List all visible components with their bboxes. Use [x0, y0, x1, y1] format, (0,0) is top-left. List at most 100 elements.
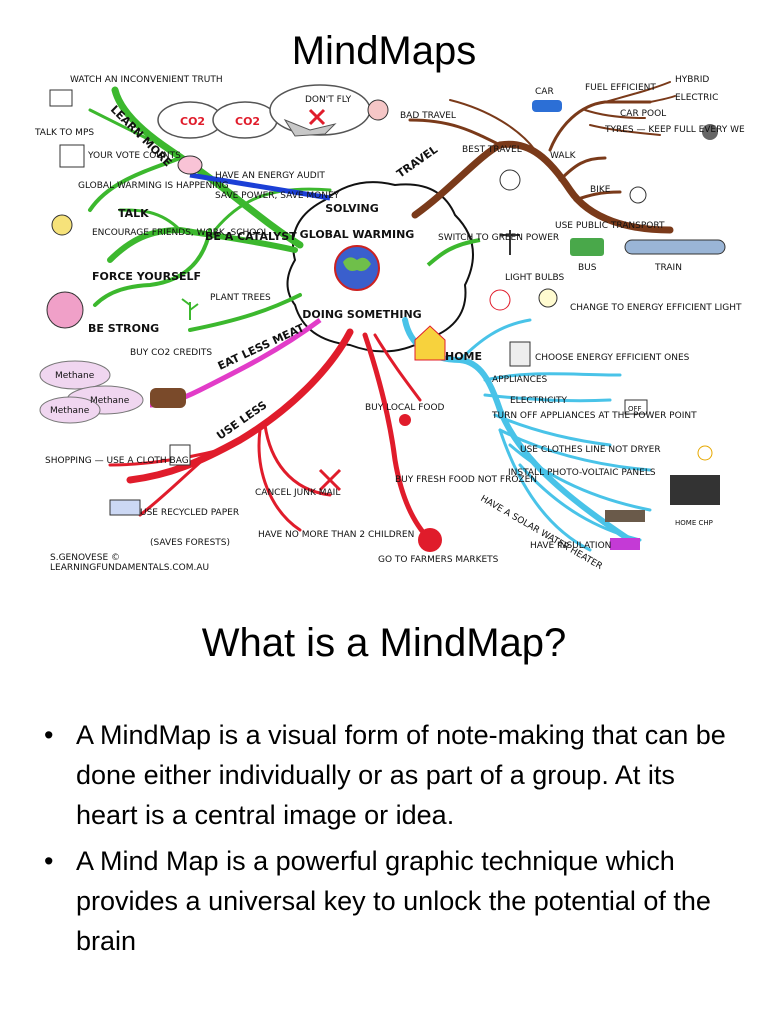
- branch-green: [88, 86, 332, 332]
- label-hybrid: HYBRID: [675, 75, 709, 85]
- mindmap-illustration: SOLVING GLOBAL WARMING DOING SOMETHING: [30, 70, 745, 575]
- label-saves-forests: (SAVES FORESTS): [150, 538, 230, 548]
- home-icons: [414, 288, 720, 550]
- label-bad-travel: BAD TRAVEL: [400, 111, 456, 121]
- methane-clouds: Methane Methane Methane: [39, 360, 186, 424]
- label-train: TRAIN: [654, 263, 682, 273]
- label-buy-co2: BUY CO2 CREDITS: [130, 348, 212, 358]
- label-car-pool: CAR POOL: [620, 109, 666, 119]
- label-clothes-line: USE CLOTHES LINE NOT DRYER: [520, 445, 661, 455]
- apple-icon: [399, 414, 411, 426]
- sun-icon: [697, 445, 713, 461]
- label-talk: TALK: [118, 207, 149, 220]
- tree-icon: [181, 298, 199, 320]
- label-car: CAR: [535, 87, 554, 97]
- label-public: USE PUBLIC TRANSPORT: [555, 221, 665, 231]
- label-best-travel: BEST TRAVEL: [462, 145, 522, 155]
- label-choose: CHOOSE ENERGY EFFICIENT ONES: [535, 353, 690, 363]
- label-be-strong: BE STRONG: [88, 322, 159, 335]
- wind-turbine-icon: [500, 230, 520, 255]
- label-recycled: USE RECYCLED PAPER: [140, 508, 239, 518]
- label-appliances: APPLIANCES: [492, 375, 548, 385]
- label-save-power: SAVE POWER, SAVE MONEY: [215, 191, 340, 201]
- cloth-bag-icon: [169, 444, 191, 466]
- bike-icon: [629, 186, 647, 204]
- house-icon: [414, 325, 446, 361]
- label-farmers: GO TO FARMERS MARKETS: [378, 555, 499, 565]
- solar-panel-icon: [670, 475, 720, 505]
- co2-clouds: CO2 CO2 DON'T FLY: [157, 84, 389, 139]
- slide-title: MindMaps: [291, 29, 477, 73]
- label-home-chp: HOME CHP: [675, 519, 713, 527]
- efficient-bulb-icon: [538, 288, 558, 308]
- person-talk-icon: [51, 214, 73, 236]
- label-walk: WALK: [550, 151, 577, 161]
- label-buy-local: BUY LOCAL FOOD: [365, 403, 445, 413]
- plane-icon: [283, 118, 337, 137]
- methane-label-2: Methane: [90, 396, 130, 406]
- center-line-1: SOLVING: [325, 202, 379, 215]
- label-plant-trees: PLANT TREES: [210, 293, 271, 303]
- bullet-item: • A Mind Map is a powerful graphic techn…: [40, 841, 730, 961]
- label-travel: TRAVEL: [394, 143, 440, 180]
- use-less-icons: [109, 414, 442, 552]
- ballot-box-icon: [59, 144, 85, 168]
- train-icon: [624, 239, 726, 255]
- label-fuel: FUEL EFFICIENT: [585, 83, 656, 93]
- label-watch: WATCH AN INCONVENIENT TRUTH: [70, 75, 223, 85]
- label-electric: ELECTRIC: [675, 93, 718, 103]
- label-insulation: HAVE INSULATION: [530, 541, 611, 551]
- credit-site: LEARNINGFUNDAMENTALS.COM.AU: [50, 563, 209, 573]
- center-line-2: GLOBAL WARMING: [300, 228, 415, 241]
- solar-heater-icon: [605, 510, 645, 522]
- label-eat-less-meat: EAT LESS MEAT: [216, 321, 307, 373]
- label-change-bulbs: CHANGE TO ENERGY EFFICIENT LIGHT BULBS: [570, 303, 745, 313]
- methane-label-1: Methane: [55, 371, 95, 381]
- label-encourage: ENCOURAGE FRIENDS, WORK, SCHOOL: [92, 228, 268, 238]
- branch-brown: [408, 81, 676, 234]
- dont-fly-label: DON'T FLY: [305, 95, 352, 105]
- bullet-text: A Mind Map is a powerful graphic techniq…: [76, 846, 711, 956]
- energy-line: [189, 172, 331, 201]
- label-force: FORCE YOURSELF: [92, 270, 201, 283]
- travel-icons: [499, 100, 726, 256]
- label-shopping: SHOPPING — USE A CLOTH BAG: [45, 456, 189, 466]
- bullet-list: • A MindMap is a visual form of note-mak…: [40, 715, 730, 967]
- section-title: What is a MindMap?: [201, 621, 567, 665]
- branch-red: [108, 328, 433, 543]
- bullet-item: • A MindMap is a visual form of note-mak…: [40, 715, 730, 835]
- green-icons: [46, 89, 203, 329]
- label-electricity: ELECTRICITY: [510, 396, 568, 406]
- label-tyres: TYRES — KEEP FULL EVERY WEEK: [604, 125, 745, 135]
- label-junk-mail: CANCEL JUNK MAIL: [255, 488, 340, 498]
- credit-author: S.GENOVESE ©: [50, 553, 120, 563]
- label-energy-audit: HAVE AN ENERGY AUDIT: [215, 171, 325, 181]
- insulation-icon: [610, 538, 640, 550]
- label-children: HAVE NO MORE THAN 2 CHILDREN: [258, 530, 414, 540]
- label-off: OFF: [628, 405, 642, 413]
- central-idea: SOLVING GLOBAL WARMING DOING SOMETHING: [286, 181, 474, 353]
- bullet-marker: •: [44, 720, 54, 750]
- cow-icon: [150, 388, 186, 408]
- label-bus: BUS: [578, 263, 597, 273]
- label-gw-happening: GLOBAL WARMING IS HAPPENING: [78, 181, 229, 191]
- methane-label-3: Methane: [50, 406, 90, 416]
- junk-mail-cross-icon: [318, 468, 342, 492]
- label-catalyst: BE A CATALYST: [205, 230, 297, 243]
- label-pv: INSTALL PHOTO-VOLTAIC PANELS: [508, 468, 656, 478]
- label-light-bulbs: LIGHT BULBS: [505, 273, 565, 283]
- bullet-text: A MindMap is a visual form of note-makin…: [76, 720, 726, 830]
- tyre-icon: [702, 124, 718, 140]
- earth-land-icon: [343, 257, 371, 272]
- bullet-marker: •: [44, 846, 54, 876]
- cross-icon: [308, 108, 326, 126]
- smiley-icon: [499, 169, 521, 191]
- co2-label-2: CO2: [235, 115, 260, 128]
- sad-face-icon: [367, 99, 389, 121]
- mindmap-svg: SOLVING GLOBAL WARMING DOING SOMETHING: [34, 75, 745, 573]
- co2-label-1: CO2: [180, 115, 205, 128]
- label-bike: BIKE: [590, 185, 611, 195]
- tv-icon: [49, 89, 73, 107]
- green-power-line: [426, 238, 481, 267]
- piggy-bank-icon: [177, 155, 203, 175]
